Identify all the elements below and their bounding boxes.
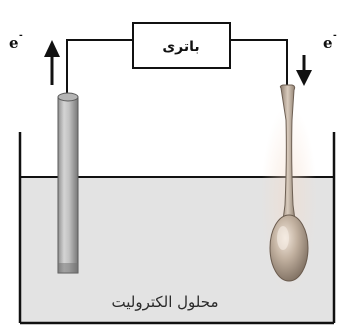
electron-charge-right: -	[333, 31, 337, 41]
rod-electrode	[57, 92, 79, 274]
battery	[132, 22, 231, 69]
battery-label: باتری	[162, 39, 199, 55]
electron-label-left: e	[9, 34, 19, 52]
electron-arrow-down	[296, 55, 312, 86]
electron-arrow-up	[44, 40, 60, 85]
beaker	[18, 132, 336, 325]
spoon-electrode	[261, 84, 317, 295]
solution-label: محلول الکترولیت	[112, 293, 219, 311]
circuit-wires	[66, 39, 288, 97]
electron-charge-left: -	[19, 31, 23, 41]
electron-label-right: e	[323, 34, 333, 52]
